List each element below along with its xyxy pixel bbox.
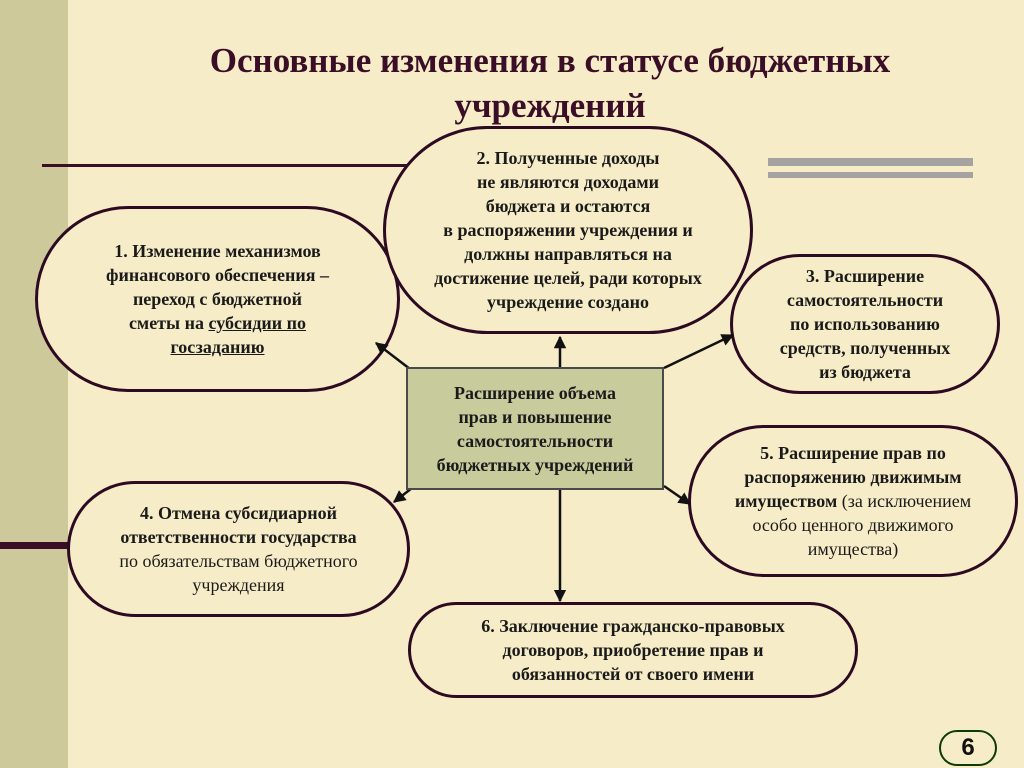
box5-bold-line: 5. Расширение прав по: [760, 443, 946, 463]
box6-line: 6. Заключение гражданско-правовых: [481, 616, 785, 636]
box1-line-4: сметы на субсидии по: [106, 311, 329, 335]
page-number: 6: [961, 734, 975, 761]
arrow-to-box4: [393, 487, 413, 503]
box-6-contracts: 6. Заключение гражданско-правовых догово…: [408, 602, 858, 698]
box-2-income: 2. Полученные доходы не являются доходам…: [383, 126, 753, 334]
box3-line: из бюджета: [819, 362, 911, 382]
box5-line: особо ценного движимого: [752, 515, 954, 535]
box5-line3-normal: (за исключением: [837, 491, 972, 511]
box1-line: переход с бюджетной: [132, 289, 303, 309]
box1-line4-underlined: субсидии по: [208, 313, 307, 333]
slide-title: Основные изменения в статусе бюджетных у…: [120, 38, 980, 128]
box3-line: по использованию: [790, 314, 940, 334]
box1-line-5-underlined: госзаданию: [170, 337, 265, 357]
box1-line4-prefix: сметы на: [128, 313, 209, 333]
box5-bold-line: распоряжению движимым: [744, 467, 962, 487]
box4-line: учреждения: [192, 575, 285, 595]
box2-line: 2. Полученные доходы: [476, 148, 660, 168]
box-5-movable-property: 5. Расширение прав по распоряжению движи…: [688, 425, 1018, 577]
box6-line: договоров, приобретение прав и: [502, 640, 764, 660]
center-line: Расширение объема: [454, 382, 616, 403]
box3-line: 3. Расширение: [805, 266, 925, 286]
box2-line: бюджета и остаются: [485, 196, 651, 216]
title-rule-right-bottom: [768, 172, 973, 178]
box3-line: самостоятельности: [786, 290, 944, 310]
box1-line: финансового обеспечения –: [106, 265, 329, 285]
title-line-2: учреждений: [454, 86, 646, 125]
box5-line-3: имуществом (за исключением: [735, 489, 971, 513]
box1-line: 1. Изменение механизмов: [114, 241, 321, 261]
box2-line: не являются доходами: [477, 172, 659, 192]
title-line-1: Основные изменения в статусе бюджетных: [209, 41, 891, 80]
arrow-to-box3: [663, 333, 735, 370]
title-rule-left: [42, 164, 442, 167]
box6-line: обязанностей от своего имени: [511, 664, 755, 684]
box5-line: имущества): [807, 539, 899, 559]
left-decorative-band: [0, 0, 68, 768]
center-line: бюджетных учреждений: [436, 454, 634, 475]
box-4-subsidiary-liability: 4. Отмена субсидиарной ответственности г…: [67, 481, 410, 617]
title-rule-right-top: [768, 158, 973, 166]
box4-line: по обязательствам бюджетного: [119, 551, 358, 571]
box2-line: в распоряжении учреждения и: [443, 220, 693, 240]
center-box-expansion: Расширение объема прав и повышение самос…: [406, 367, 664, 490]
page-number-badge: 6: [939, 730, 997, 766]
box2-line: должны направляться на: [464, 244, 672, 264]
box2-line: достижение целей, ради которых: [434, 268, 702, 288]
left-accent-bar: [0, 542, 70, 549]
box4-bold-line: ответственности государства: [120, 527, 357, 547]
box4-bold-line: 4. Отмена субсидиарной: [139, 503, 338, 523]
box-1-financing-mechanism: 1. Изменение механизмов финансового обес…: [35, 206, 400, 392]
arrow-to-box1: [375, 342, 411, 370]
center-line: прав и повышение: [458, 406, 612, 427]
center-line: самостоятельности: [456, 430, 614, 451]
box5-line3-bold: имуществом: [734, 491, 838, 511]
box2-line: учреждение создано: [487, 292, 649, 312]
box3-line: средств, полученных: [779, 338, 951, 358]
arrow-to-box5: [663, 484, 692, 506]
box-3-autonomy: 3. Расширение самостоятельности по испол…: [730, 254, 1000, 394]
